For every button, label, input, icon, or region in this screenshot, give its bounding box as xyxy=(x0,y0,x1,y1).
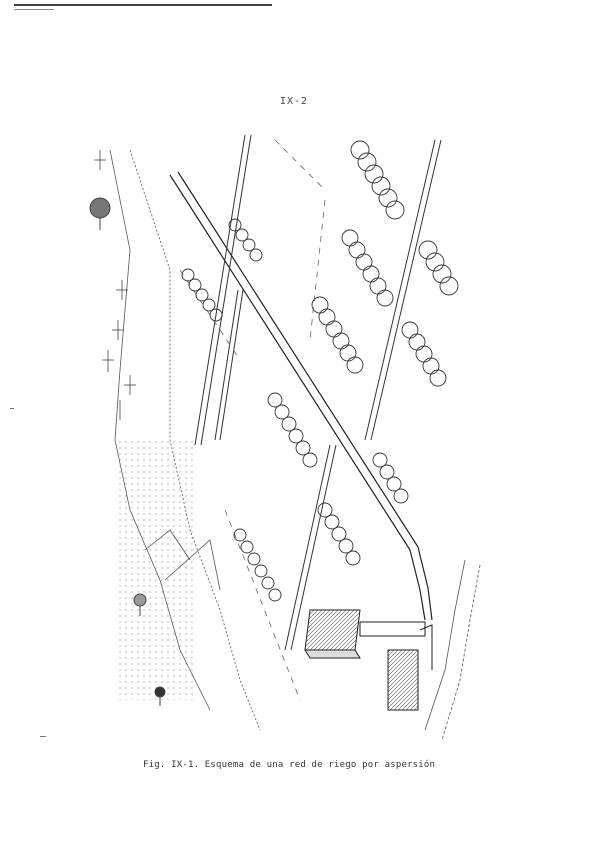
figure-caption: Fig. IX-1. Esquema de una red de riego p… xyxy=(143,760,436,770)
sprinkler-rows xyxy=(181,140,459,602)
margin-mark xyxy=(40,736,46,737)
main-pipeline xyxy=(169,171,433,621)
page-number: IX-2 xyxy=(280,96,309,107)
field-boundaries xyxy=(179,139,326,701)
irrigation-network-figure xyxy=(89,134,481,741)
riverbank xyxy=(424,559,481,741)
hillside-terrain xyxy=(109,149,261,731)
tree-icon xyxy=(89,197,166,706)
pump-station xyxy=(304,609,433,711)
lateral-lines xyxy=(194,134,442,651)
header-rule xyxy=(14,4,272,6)
margin-mark xyxy=(10,408,14,409)
tree-row xyxy=(94,150,136,420)
header-rule-short xyxy=(14,9,54,10)
